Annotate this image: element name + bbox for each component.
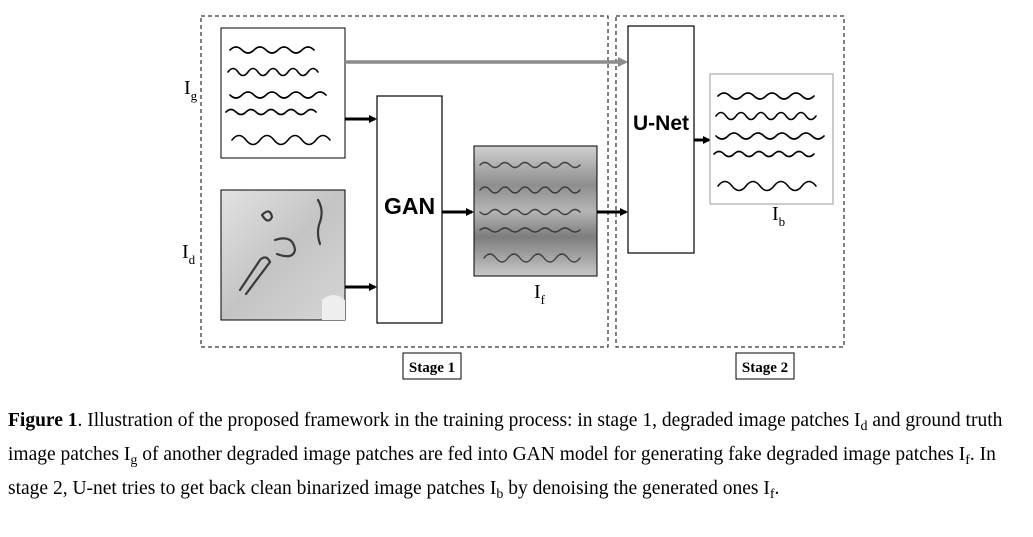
gan-label: GAN	[384, 193, 435, 219]
ground-truth-patch	[220, 27, 346, 159]
stage2-label: Stage 2	[742, 360, 788, 376]
caption-text-3: of another degraded image patches are fe…	[137, 444, 959, 465]
ib-label: Ib	[772, 203, 785, 229]
caption-text-2: and ground truth image patches	[8, 410, 1003, 465]
unet-label: U-Net	[633, 112, 689, 135]
figure-caption: Figure 1. Illustration of the proposed f…	[8, 404, 1024, 506]
ig-label: Ig	[184, 77, 198, 103]
caption-symbol-if: If	[958, 444, 970, 468]
caption-text-1: . Illustration of the proposed framework…	[77, 410, 855, 431]
stage1-container	[200, 15, 609, 348]
stage1-label-box	[402, 352, 462, 380]
caption-symbol-id: Id	[854, 410, 868, 434]
id-label: Id	[182, 241, 196, 267]
framework-diagram: Ig Id GAN If	[182, 15, 845, 380]
stage2-label-box	[735, 352, 795, 380]
unet-block	[627, 25, 695, 254]
caption-text-5: by denoising the generated ones	[503, 478, 764, 499]
caption-text-6: .	[774, 478, 780, 499]
binarized-patch	[709, 73, 834, 205]
stage2-container	[615, 15, 845, 348]
stage1-label: Stage 1	[409, 360, 455, 376]
caption-symbol-ig: Ig	[123, 444, 138, 468]
figure-label: Figure 1	[8, 410, 78, 431]
gan-block	[376, 95, 443, 324]
degraded-patch	[220, 189, 346, 321]
caption-symbol-ib: Ib	[489, 478, 504, 502]
if-label: If	[534, 281, 546, 307]
fake-degraded-patch	[473, 145, 598, 277]
caption-text-4: . In stage 2, U-net tries to get back cl…	[8, 444, 996, 499]
caption-symbol-if-2: If	[763, 478, 775, 502]
